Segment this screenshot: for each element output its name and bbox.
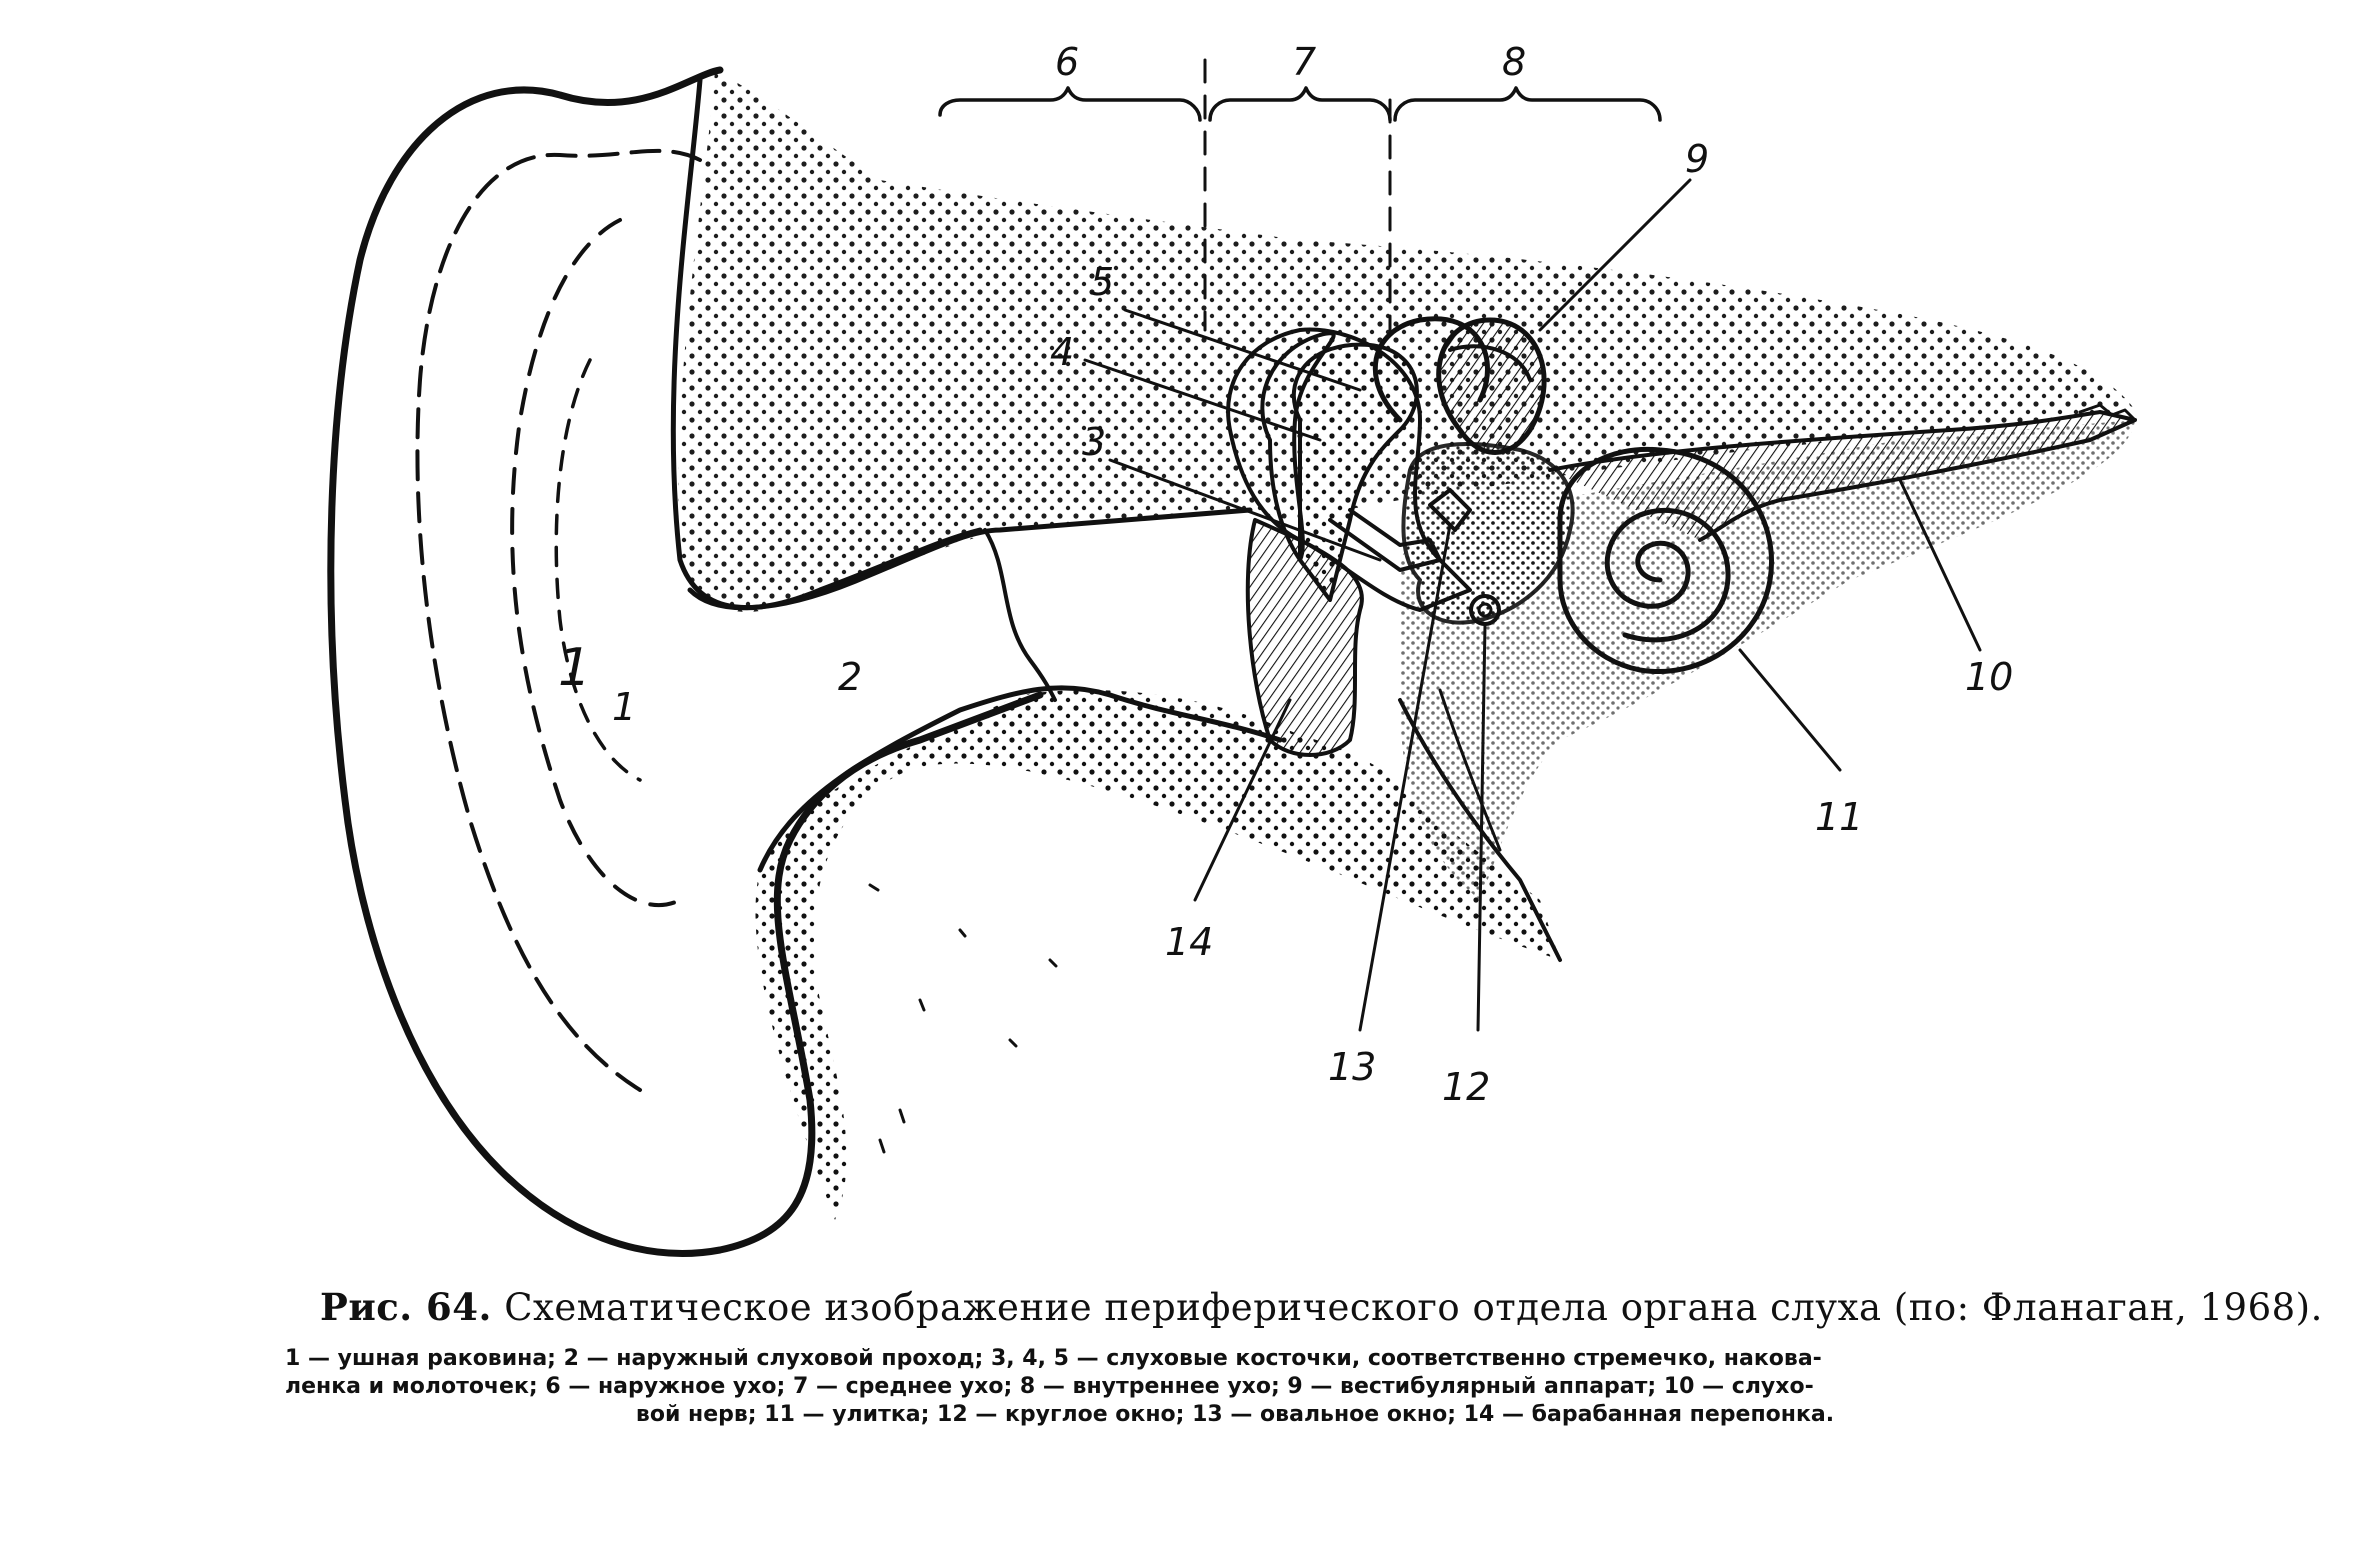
auricle-outline — [327, 66, 1044, 1257]
eustachian-wall-2 — [1438, 688, 1502, 852]
bracket-middle-ear — [1208, 86, 1392, 122]
ear-canal-lower — [757, 685, 1283, 873]
leader-3 — [1108, 458, 1382, 562]
label-3: 3 — [1082, 420, 1106, 464]
label-5: 5 — [1090, 260, 1114, 304]
label-1-small: 1 — [612, 685, 636, 729]
leader-9 — [1538, 178, 1692, 332]
figure-caption: Рис. 64. Схематическое изображение периф… — [320, 1285, 2322, 1329]
antihelix-line — [510, 218, 682, 907]
leader-4 — [1083, 358, 1322, 442]
vestibule — [1401, 442, 1575, 625]
lower-bone-region — [755, 689, 1560, 1220]
label-6: 6 — [1055, 40, 1079, 84]
inner-ear-region — [1400, 420, 2135, 900]
incus — [1260, 331, 1336, 562]
nerve-end — [2078, 403, 2137, 422]
leader-5 — [1123, 308, 1362, 392]
leader-11 — [1738, 648, 1842, 772]
ear-canal-bend — [983, 528, 1057, 702]
oval-window — [1428, 488, 1472, 532]
leader-13 — [1358, 523, 1452, 1032]
cochlea-outline — [1557, 446, 1774, 674]
eustachian-wall-1 — [1398, 698, 1562, 962]
figure-legend: 1 — ушная раковина; 2 — наружный слухово… — [285, 1345, 2185, 1429]
bracket-outer-ear — [938, 86, 1202, 122]
figure-number: Рис. 64. — [320, 1285, 492, 1329]
leader-10 — [1898, 478, 1982, 652]
auricle-inner-rim — [415, 148, 702, 1092]
label-10: 10 — [1965, 655, 2013, 699]
label-13: 13 — [1328, 1045, 1376, 1089]
auditory-nerve — [1548, 410, 2137, 542]
ear-canal-upper — [687, 507, 1253, 611]
label-9: 9 — [1685, 137, 1709, 181]
cochlea-spiral — [1604, 508, 1731, 643]
label-14: 14 — [1165, 920, 1213, 964]
label-11: 11 — [1815, 795, 1863, 839]
bracket-inner-ear — [1393, 86, 1662, 122]
semicircular-canal-3 — [1448, 344, 1532, 382]
legend-line-1: 1 — ушная раковина; 2 — наружный слухово… — [285, 1346, 1822, 1371]
concha-edge — [670, 77, 983, 611]
label-2: 2 — [838, 655, 862, 699]
figure-caption-text: Схематическое изображение периферическог… — [504, 1286, 2323, 1329]
leader-14 — [1193, 698, 1292, 902]
antihelix-inner — [554, 358, 642, 782]
leader-12 — [1476, 623, 1487, 1032]
label-1-big: 1 — [558, 638, 591, 698]
label-12: 12 — [1442, 1065, 1490, 1109]
upper-bone-region — [678, 70, 2135, 612]
label-8: 8 — [1502, 40, 1526, 84]
label-7: 7 — [1292, 40, 1316, 84]
label-4: 4 — [1050, 330, 1074, 374]
lower-region-marks — [868, 883, 1058, 1154]
legend-line-2: ленка и молоточек; 6 — наружное ухо; 7 —… — [285, 1374, 1814, 1399]
legend-line-3: вой нерв; 11 — улитка; 12 — круглое окно… — [635, 1402, 1835, 1427]
